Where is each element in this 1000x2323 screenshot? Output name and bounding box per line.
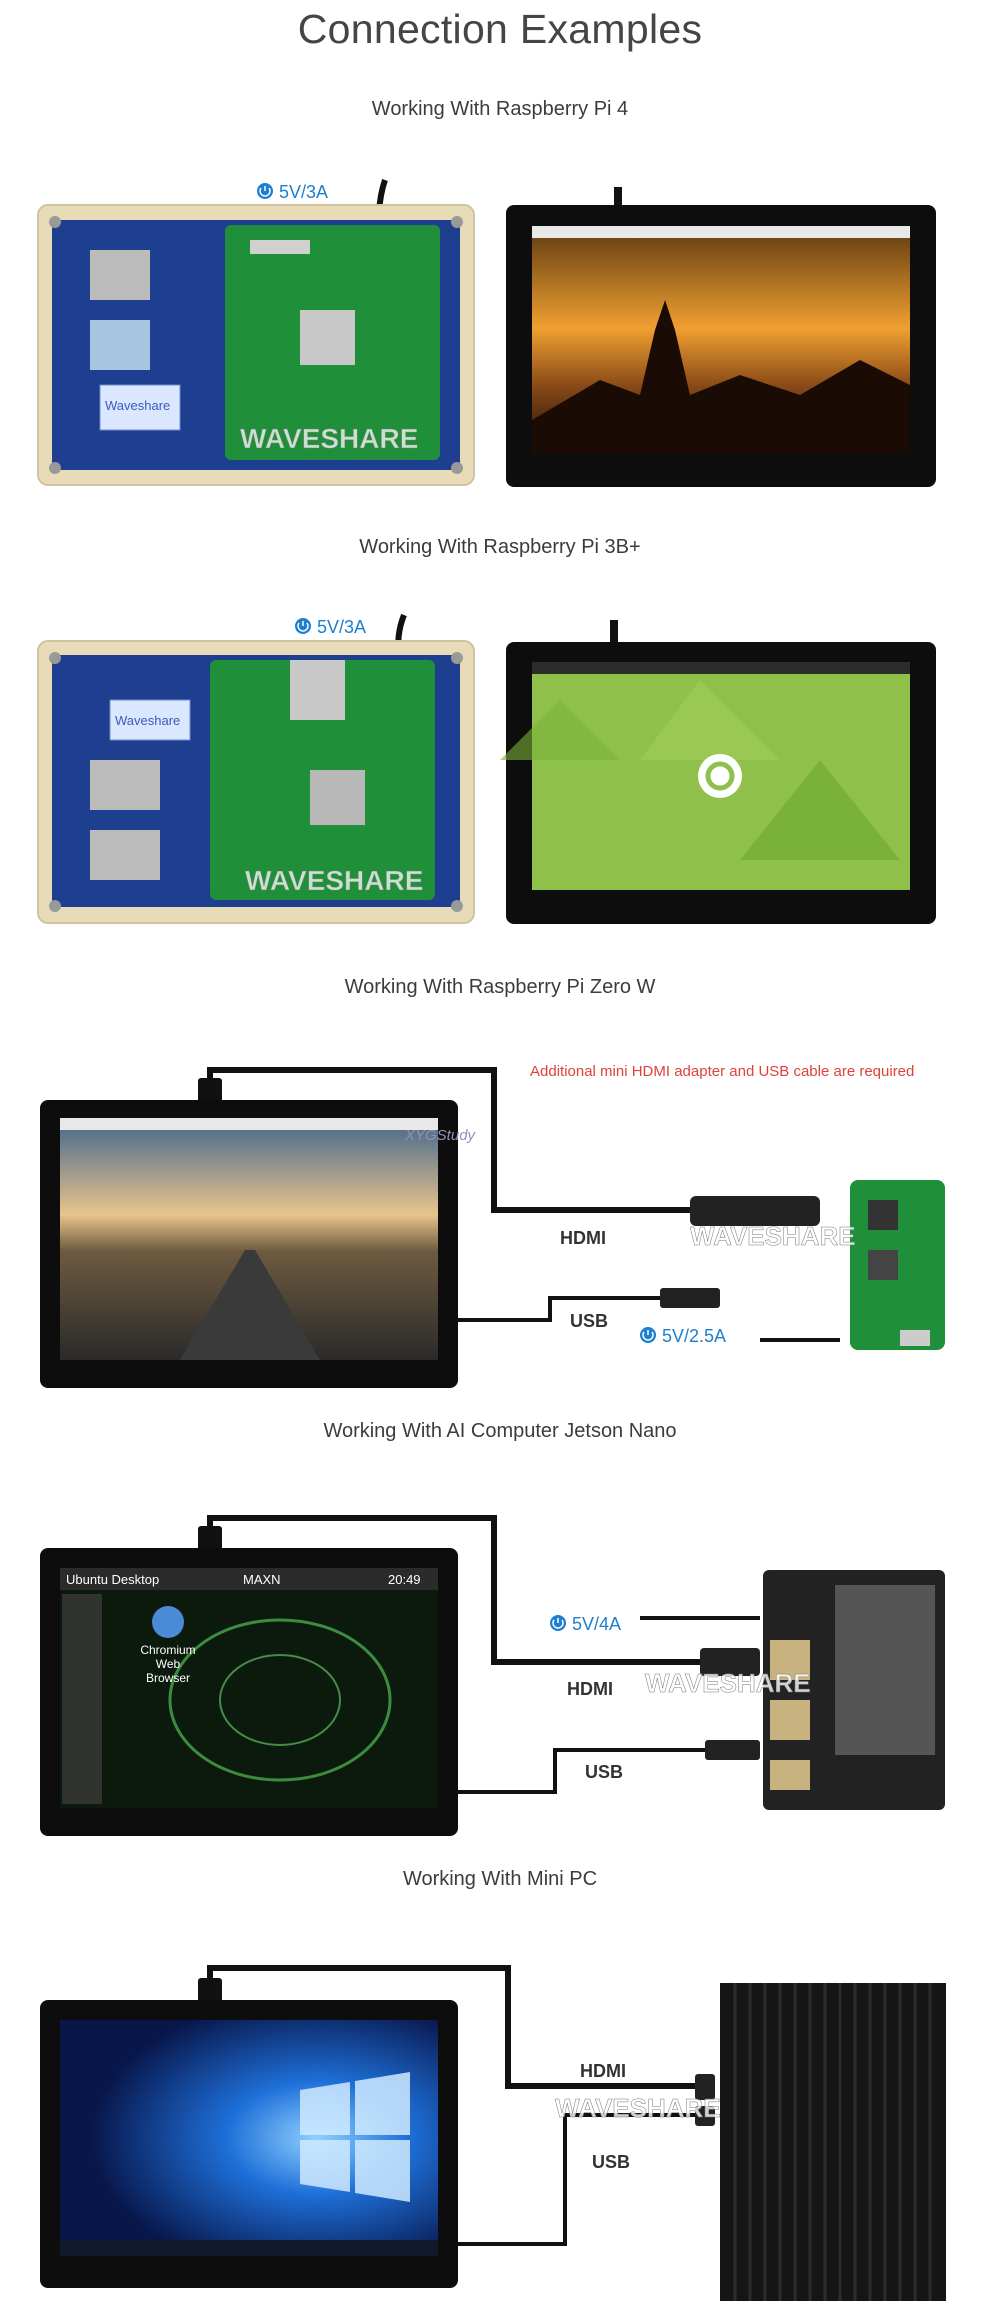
jetson-launcher: [62, 1594, 102, 1804]
jetson-watermark: WAVESHARE: [645, 1668, 811, 1698]
pi4-power-label: 5V/3A: [279, 182, 328, 202]
minipc-watermark: WAVESHARE: [555, 2093, 721, 2123]
power-icon: [257, 183, 273, 199]
pi3b-board-label: Waveshare: [115, 713, 180, 728]
jetson-topbar: [60, 1568, 438, 1590]
page-title: Connection Examples: [297, 6, 703, 52]
minipc-screen: [60, 2020, 438, 2256]
jetson-app-label-3: Browser: [146, 1671, 190, 1685]
minipc-hdmi-label: HDMI: [580, 2061, 626, 2081]
pi4-raspberry-board: [225, 225, 440, 460]
minipc-monitor: [40, 2000, 458, 2288]
minipc-box: [720, 1983, 946, 2301]
power-icon: [550, 1615, 566, 1631]
pi3b-panel-frame: [37, 640, 475, 924]
pi4-panel-frame: [37, 204, 475, 486]
pi3b-power-label: 5V/3A: [317, 617, 366, 637]
jetson-board: [763, 1570, 945, 1810]
section-title-minipc: Working With Mini PC: [402, 1868, 598, 1890]
pizero-screen: [60, 1118, 438, 1360]
pizero-usb-label: USB: [570, 1311, 608, 1331]
section-title-pi4: Working With Raspberry Pi 4: [371, 98, 629, 120]
section-title-pi3b: Working With Raspberry Pi 3B+: [359, 536, 641, 558]
pi4-monitor: [506, 205, 936, 487]
minipc-usb-label: USB: [592, 2152, 630, 2172]
jetson-monitor: [40, 1548, 458, 1836]
pi3b-monitor: [506, 642, 936, 924]
jetson-mode: MAXN: [243, 1572, 281, 1587]
pizero-board: [850, 1180, 945, 1350]
pi4-board-label: Waveshare: [105, 398, 170, 413]
section-title-jetson: Working With AI Computer Jetson Nano: [323, 1420, 677, 1442]
pizero-watermark: WAVESHARE: [690, 1221, 856, 1251]
jetson-power-label: 5V/4A: [572, 1614, 621, 1634]
pizero-hdmi-label: HDMI: [560, 1228, 606, 1248]
power-icon: [295, 618, 311, 634]
pi4-screen: [532, 226, 910, 454]
chromium-icon: [152, 1606, 184, 1638]
jetson-screen: [60, 1568, 438, 1808]
pizero-monitor: [40, 1100, 458, 1388]
windows-logo-icon: [300, 2082, 350, 2135]
pi3b-screen: [532, 662, 910, 890]
jetson-app-label-2: Web: [156, 1657, 181, 1671]
pizero-signature: XYGStudy: [404, 1127, 477, 1144]
pi3b-driver-board: [52, 655, 460, 907]
jetson-time: 20:49: [388, 1572, 421, 1587]
power-icon: [640, 1327, 656, 1343]
minipc-taskbar: [60, 2240, 438, 2256]
jetson-desktop-title: Ubuntu Desktop: [66, 1572, 159, 1587]
section-title-pizero: Working With Raspberry Pi Zero W: [344, 976, 656, 998]
jetson-usb-label: USB: [585, 1762, 623, 1782]
ubuntu-logo-icon: [698, 754, 742, 798]
pi4-driver-board: [52, 220, 460, 470]
pi3b-raspberry-board: [210, 660, 435, 900]
pizero-note: Additional mini HDMI adapter and USB cab…: [530, 1063, 914, 1080]
pi4-watermark: WAVESHARE: [240, 423, 418, 454]
jetson-app-label-1: Chromium: [140, 1643, 195, 1657]
pizero-power-label: 5V/2.5A: [662, 1326, 726, 1346]
pi3b-watermark: WAVESHARE: [245, 865, 423, 896]
jetson-hdmi-label: HDMI: [567, 1679, 613, 1699]
